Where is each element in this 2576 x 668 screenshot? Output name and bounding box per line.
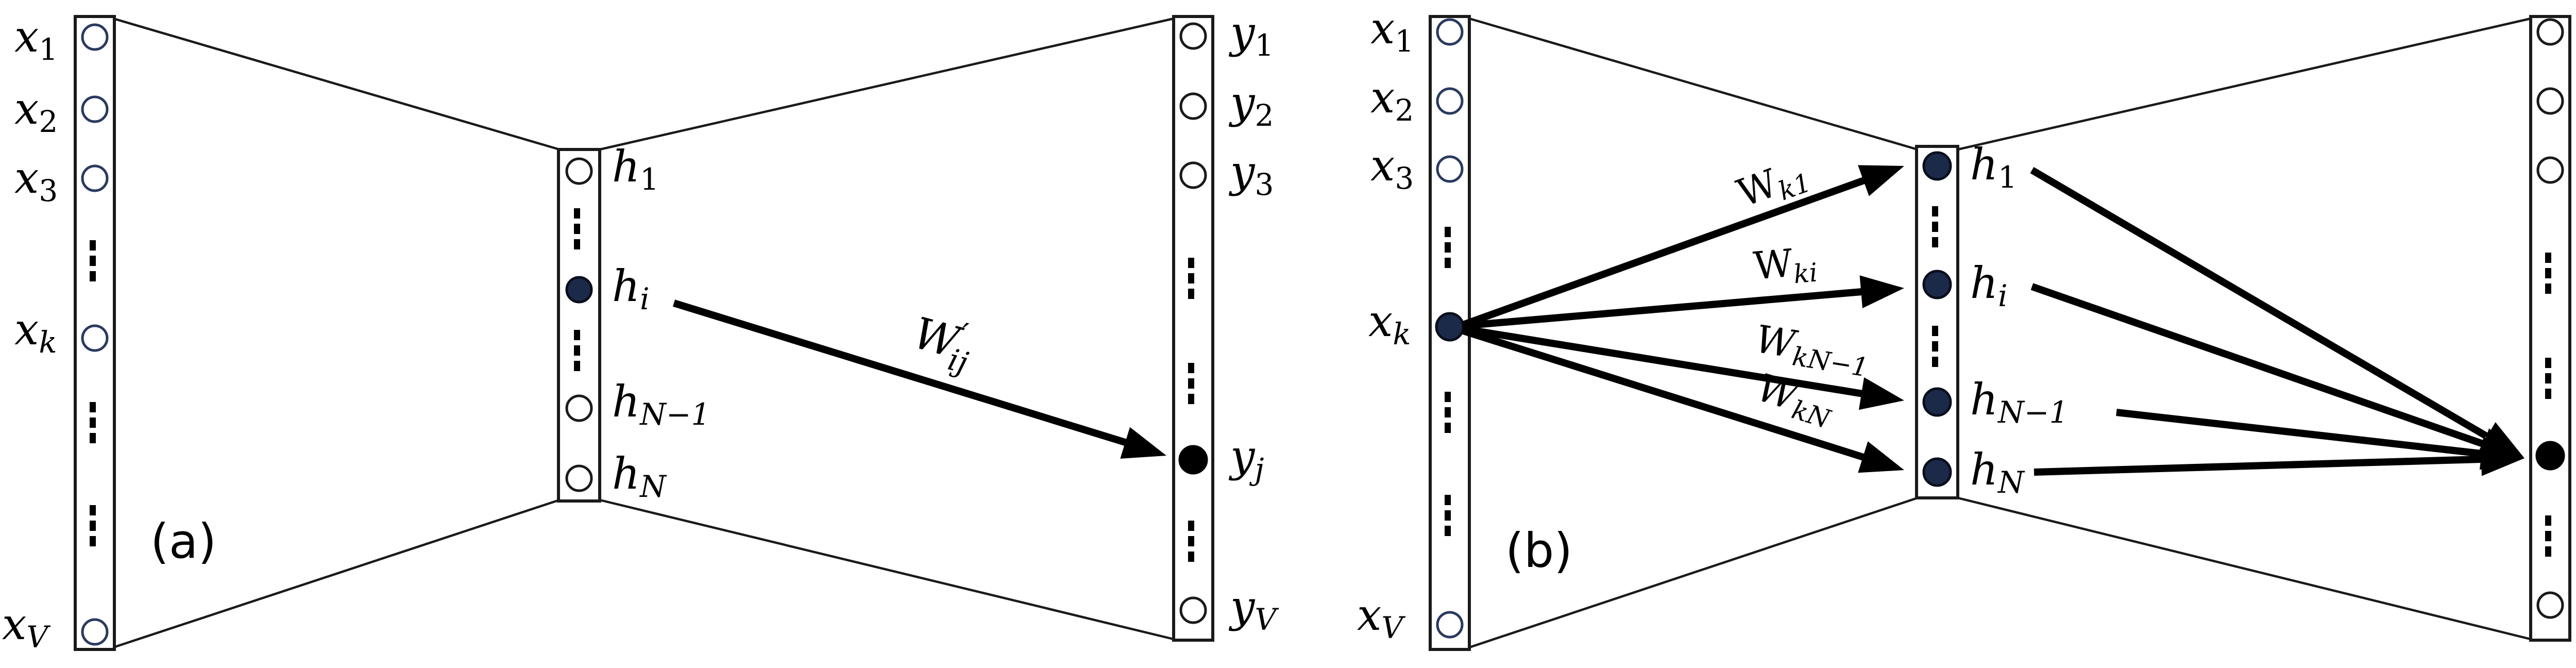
panel-a-label: (a) — [150, 514, 216, 569]
panel-a-input-ellipsis-1 — [90, 240, 96, 281]
panel-b-output-node-3 — [2536, 156, 2564, 184]
panel-a-output-node-v — [1179, 596, 1207, 624]
panel-a-hidden-node-i — [565, 276, 593, 304]
panel-b-input-node-1 — [1436, 18, 1464, 46]
panel-a-hidden-node-n-minus-1 — [565, 394, 593, 422]
panel-a-weight-arrow — [672, 299, 1172, 472]
panel-a-hidden-label-1: h1 — [612, 141, 659, 197]
panel-a-encoder-top-edge — [113, 17, 560, 151]
panel-a: x1 x2 x3 xk xV h1 hi hN−1 hN — [2, 7, 1279, 655]
panel-b-output-node-1 — [2536, 18, 2564, 46]
panel-a-output-label-1: y1 — [1228, 7, 1274, 63]
panel-a-input-ellipsis-2 — [90, 402, 96, 443]
panel-a-output-ellipsis-3 — [1188, 521, 1194, 562]
panel-a-input-label-v: xV — [2, 599, 50, 655]
panel-b-arrow-xk-hi — [1463, 272, 1906, 329]
panel-a-decoder-bottom-edge — [599, 498, 1174, 641]
panel-a-input-label-2: x2 — [14, 84, 58, 139]
panel-b-arrow-xk-hn — [1462, 327, 1909, 486]
panel-a-hidden-node-1 — [565, 157, 593, 185]
panel-b-output-ellipsis-2 — [2545, 358, 2551, 399]
panel-b-output-node-2 — [2536, 87, 2564, 115]
panel-b-output-ellipsis-3 — [2545, 515, 2551, 557]
panel-a-weight-label: W′ij — [906, 305, 979, 380]
panel-a-hidden-ellipsis-1 — [574, 208, 580, 249]
panel-b-hidden-ellipsis-1 — [1932, 206, 1938, 247]
panel-a-input-label-1: x1 — [14, 11, 58, 67]
panel-b-hidden-node-n — [1922, 457, 1952, 487]
panel-b-input-ellipsis-3 — [1445, 495, 1451, 536]
panel-b-weight-label-ki: Wki — [1752, 239, 1819, 293]
panel-a-output-ellipsis-2 — [1188, 363, 1194, 404]
panel-b-label: (b) — [1505, 523, 1572, 578]
panel-a-hidden-label-i: hi — [612, 261, 650, 316]
panel-a-output-label-j: yj — [1228, 431, 1264, 487]
panel-b-hidden-label-n: hN — [1970, 444, 2025, 500]
panel-a-output-node-2 — [1179, 92, 1207, 120]
panel-b-encoder-top-edge — [1469, 17, 1918, 151]
panel-b-hidden-label-i: hi — [1970, 258, 2008, 313]
panel-a-encoder-bottom-edge — [113, 498, 560, 649]
panel-b-hidden-layer — [1915, 145, 1959, 499]
panel-b-input-node-3 — [1436, 155, 1464, 183]
panel-b-input-ellipsis-2 — [1445, 392, 1451, 433]
panel-a-output-node-j — [1178, 445, 1208, 475]
panel-a-hidden-label-n: hN — [612, 448, 667, 504]
panel-a-decoder-top-edge — [599, 17, 1174, 151]
panel-a-input-node-3 — [81, 164, 109, 192]
panel-a-hidden-layer — [557, 148, 601, 503]
panel-b-arrow-xk-h1 — [1462, 150, 1910, 328]
panel-a-input-node-1 — [81, 23, 109, 51]
panel-b-output-ellipsis-1 — [2545, 253, 2551, 294]
panel-b-output-node-j — [2535, 441, 2565, 471]
panel-a-output-label-v: yV — [1228, 581, 1279, 637]
panel-b-hidden-node-i — [1922, 270, 1952, 299]
panel-a-input-ellipsis-3 — [90, 505, 96, 546]
panel-a-input-label-3: x3 — [14, 153, 58, 208]
panel-b-decoder-top-edge — [1957, 17, 2531, 151]
panel-b-input-ellipsis-1 — [1445, 227, 1451, 268]
panel-b-hidden-node-n-minus-1 — [1922, 387, 1952, 417]
panel-b-arrow-xk-hn-1 — [1462, 325, 1907, 417]
panel-b-arrow-hn-1-yj — [2116, 409, 2527, 475]
panel-a-input-label-k: xk — [14, 304, 57, 360]
panel-b-arrow-hi-yj — [2030, 283, 2530, 474]
panel-a-output-label-3: y3 — [1228, 146, 1274, 202]
panel-a-hidden-node-n — [565, 464, 593, 492]
panel-b-input-label-3: x3 — [1370, 140, 1414, 196]
panel-b-input-label-v: xV — [1357, 590, 1405, 645]
panel-a-hidden-label-n-minus-1: hN−1 — [612, 376, 710, 432]
panel-b-arrow-hn-yj — [2033, 442, 2525, 476]
panel-a-hidden-ellipsis-2 — [574, 330, 580, 371]
panel-a-output-label-2: y2 — [1228, 77, 1274, 133]
panel-b: x1 x2 x3 xk xV h1 hi hN−1 hN — [1357, 3, 2571, 651]
panel-a-input-node-k — [81, 324, 109, 352]
panel-b-input-node-v — [1436, 611, 1464, 639]
panel-b-input-node-k — [1435, 312, 1465, 342]
panel-b-input-label-k: xk — [1368, 296, 1411, 352]
panel-a-output-node-3 — [1179, 161, 1207, 189]
panel-b-input-label-1: x1 — [1370, 3, 1414, 59]
panel-b-hidden-ellipsis-2 — [1932, 326, 1938, 367]
panel-b-decoder-bottom-edge — [1957, 496, 2531, 641]
panel-a-input-node-2 — [81, 95, 109, 123]
panel-b-output-node-v — [2536, 591, 2564, 619]
panel-b-encoder-bottom-edge — [1469, 496, 1918, 649]
panel-b-hidden-label-1: h1 — [1970, 139, 2017, 195]
panel-b-arrow-h1-yj — [2030, 166, 2533, 473]
panel-a-input-node-v — [81, 618, 109, 646]
panel-b-hidden-label-n-minus-1: hN−1 — [1970, 374, 2068, 430]
panel-b-input-label-2: x2 — [1370, 72, 1414, 128]
panel-b-input-node-2 — [1436, 87, 1464, 115]
panel-b-hidden-node-1 — [1922, 151, 1952, 181]
panel-a-output-node-1 — [1179, 22, 1207, 50]
panel-a-output-ellipsis-1 — [1188, 258, 1194, 299]
